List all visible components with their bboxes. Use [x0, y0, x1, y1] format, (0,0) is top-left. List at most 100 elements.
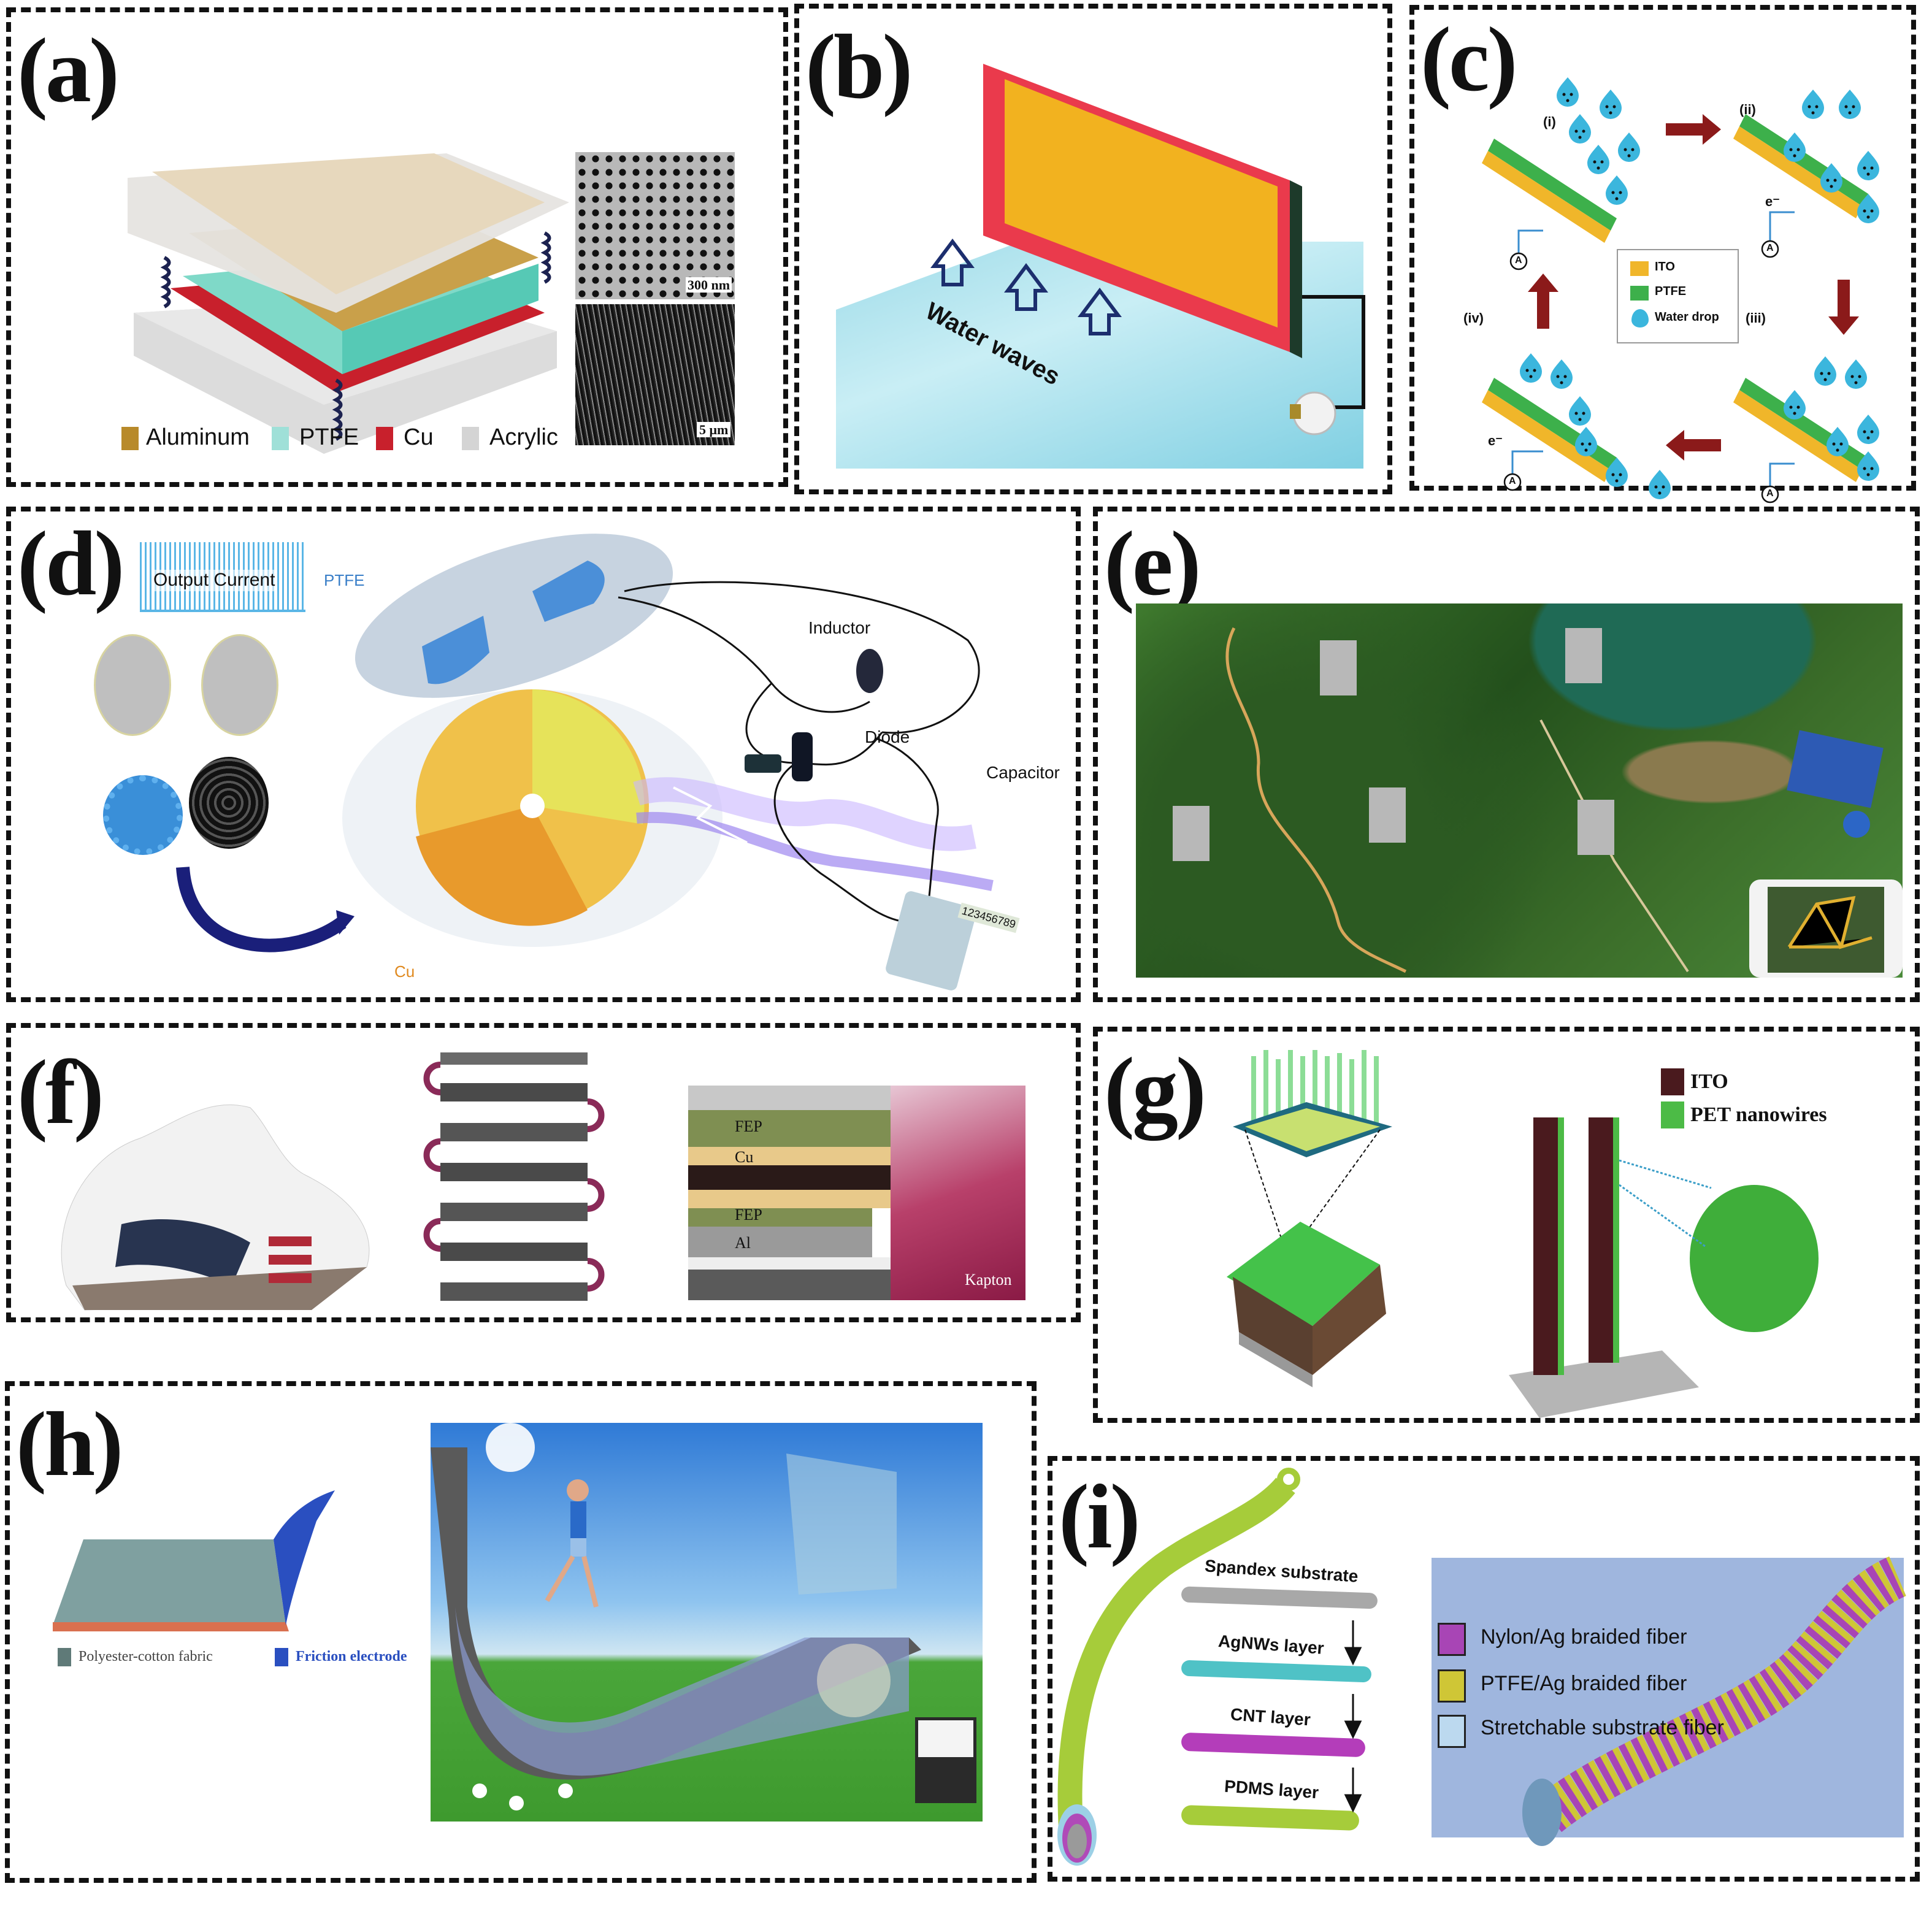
legend-label: Water drop — [1655, 310, 1719, 324]
map-overlay — [1173, 627, 1903, 978]
tribo-device-illustration — [128, 153, 569, 454]
panel-e: (e) — [1093, 507, 1920, 1002]
legend-swatch — [462, 427, 479, 450]
step-label: (i) — [1543, 114, 1556, 129]
stacked-layers-illustration — [423, 1052, 605, 1301]
scene-shapes — [431, 1423, 976, 1810]
legend-label: PTFE — [1655, 285, 1687, 298]
legend-swatch — [58, 1648, 71, 1666]
ammeter-label: A — [1766, 243, 1774, 253]
panel-f: (f) FEP Cu FEP Al Kapton — [6, 1023, 1081, 1322]
legend-swatch — [1661, 1101, 1684, 1128]
house-and-nanowire-illustration — [1227, 1050, 1819, 1418]
panel-label: (h) — [16, 1393, 123, 1495]
legend: Aluminum PTFE Cu Acrylic — [121, 423, 600, 454]
droplet-cycle-diagram — [1482, 77, 1879, 504]
panel-label: (a) — [17, 20, 120, 121]
legend-swatch — [121, 427, 139, 450]
panel-label: (f) — [17, 1041, 104, 1143]
panel-a: (a) 300 nm 5 μm Aluminum PTFE Cu Acrylic — [6, 7, 788, 487]
legend-label: PTFE/Ag braided fiber — [1481, 1672, 1687, 1695]
ammeter-label: A — [1766, 488, 1774, 499]
disc-left — [94, 634, 171, 736]
layer-label: Al — [735, 1234, 751, 1252]
rotary-teng-illustration — [342, 534, 994, 990]
legend-swatch — [1438, 1715, 1466, 1748]
scalebar-label-bottom: 5 μm — [697, 422, 731, 438]
fep-layer — [688, 1110, 891, 1147]
al-layer — [688, 1227, 872, 1257]
inductor-label: Inductor — [808, 618, 871, 637]
panel-b: (b) Water waves — [794, 4, 1392, 494]
legend-label: Friction electrode — [296, 1649, 407, 1665]
legend-label: PTFE — [299, 424, 359, 450]
panel-i: (i) Spandex substrate AgNWs layer CNT la… — [1048, 1456, 1920, 1882]
fabric-illustration — [53, 1490, 335, 1631]
legend-swatch — [272, 427, 289, 450]
legend-swatch — [1630, 286, 1649, 301]
legend-label: ITO — [1690, 1070, 1728, 1093]
running-scene-illustration — [431, 1423, 983, 1822]
shoe-illustration — [61, 1104, 370, 1311]
ptfe-label: PTFE — [324, 571, 365, 589]
sem-image-top — [575, 152, 735, 299]
legend-swatch — [1630, 261, 1649, 276]
sem-image-bottom — [575, 304, 735, 445]
kapton-layer — [891, 1086, 1025, 1300]
al-layer — [688, 1257, 891, 1270]
cu-layer — [688, 1147, 891, 1165]
gear-icon — [103, 775, 183, 855]
ammeter-label: A — [1515, 255, 1522, 266]
panel-label: (e) — [1104, 513, 1201, 615]
legend-swatch — [275, 1648, 288, 1666]
panel-label: (g) — [1104, 1039, 1206, 1141]
panel-d: (d) Output Current PTFE Cu Inductor — [6, 507, 1081, 1002]
panel-h: (h) Polyester-cotton fabric Friction ele… — [5, 1381, 1037, 1883]
scalebar-label-top: 300 nm — [686, 277, 732, 293]
bottom-layer — [688, 1270, 891, 1300]
braided-fiber-panel: Nylon/Ag braided fiber PTFE/Ag braided f… — [1432, 1556, 1907, 1846]
cu-label: Cu — [394, 962, 415, 981]
legend-label: Cu — [404, 424, 434, 450]
floating-plate-illustration — [930, 64, 1365, 435]
legend-swatch — [376, 427, 393, 450]
step-label: (ii) — [1739, 102, 1756, 117]
electron-label: e⁻ — [1488, 433, 1503, 448]
diode-label: Diode — [865, 727, 910, 746]
legend-label: PET nanowires — [1690, 1103, 1827, 1126]
capacitor-label: Capacitor — [986, 763, 1060, 782]
legend-swatch — [1438, 1669, 1466, 1703]
fiber-illustration — [1057, 1468, 1300, 1866]
water-drop-icon — [1631, 309, 1649, 328]
fep-layer — [688, 1208, 872, 1227]
output-current-label: Output Current — [153, 570, 275, 591]
panel-c: (c) (i) (ii) (iii) (iv) — [1409, 5, 1916, 504]
legend-swatch — [1438, 1623, 1466, 1656]
electron-label: e⁻ — [1765, 194, 1780, 209]
gap-layer — [688, 1165, 891, 1190]
down-arrows — [1344, 1620, 1362, 1813]
kapton-label: Kapton — [965, 1271, 1012, 1289]
panel-label: (i) — [1059, 1466, 1141, 1568]
layer-label: FEP — [735, 1206, 762, 1224]
legend-swatch — [1661, 1068, 1684, 1095]
panel-label: (d) — [17, 513, 125, 615]
legend-label: Aluminum — [146, 424, 250, 450]
layer-label: FEP — [735, 1117, 762, 1135]
legend-label: ITO — [1655, 260, 1675, 274]
cu-layer — [688, 1190, 891, 1208]
legend-label: Acrylic — [489, 424, 558, 450]
panel-label: (b) — [805, 16, 913, 118]
panel-label: (c) — [1420, 9, 1517, 110]
disc-right — [201, 634, 278, 736]
step-label: (iii) — [1746, 310, 1766, 326]
legend-label: Stretchable substrate fiber — [1481, 1716, 1724, 1739]
spring-coil-icon — [189, 757, 269, 849]
legend: ITO PTFE Water drop — [1617, 249, 1739, 343]
ammeter-label: A — [1509, 476, 1516, 486]
curved-arrow-icon — [176, 867, 355, 952]
layer-label: Cu — [735, 1148, 754, 1166]
step-label: (iv) — [1463, 310, 1484, 326]
braided-fiber-illustration — [1522, 1556, 1907, 1846]
legend-label: Nylon/Ag braided fiber — [1481, 1625, 1687, 1649]
